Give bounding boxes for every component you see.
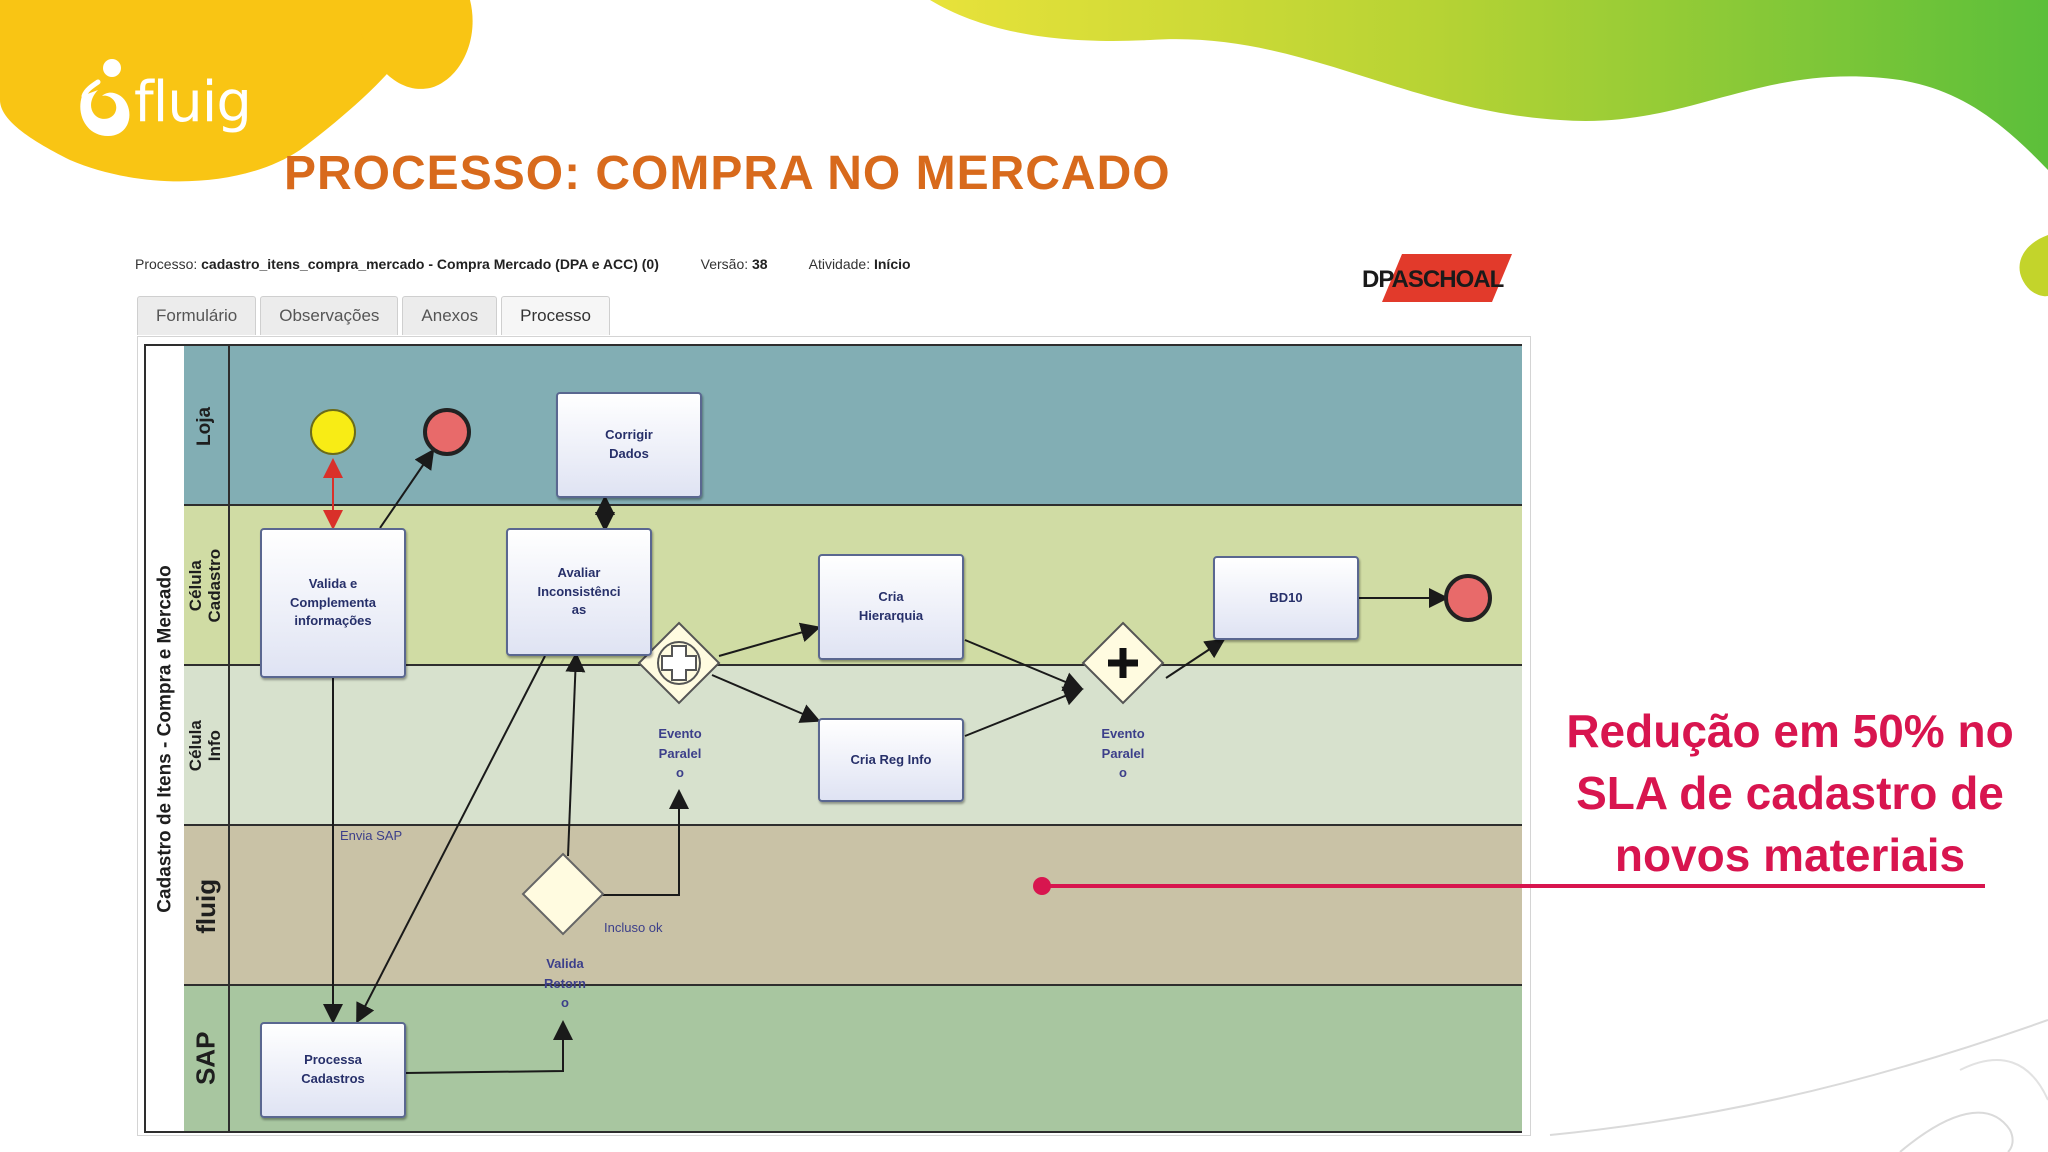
atividade-label: Atividade: (808, 256, 871, 272)
exclusive-gateway-icon (521, 852, 605, 936)
flow-gw1-to-reginfo (711, 674, 821, 723)
task-valida-complementa[interactable]: Valida e Complementa informações (260, 528, 406, 678)
task-bd10[interactable]: BD10 (1213, 556, 1359, 640)
callout-pointer-line (1033, 877, 1985, 895)
dpaschoal-logo-icon (1382, 254, 1512, 302)
flow-avaliar-to-sap (356, 655, 546, 1024)
task-cria-hierarquia[interactable]: Cria Hierarquia (818, 554, 964, 660)
fluig-logo-text: fluig (134, 70, 252, 135)
flow-hierarquia-to-gw2 (964, 639, 1084, 692)
callout-text: Redução em 50% no SLA de cadastro de nov… (1566, 705, 2014, 881)
lane-header: Célula Info (184, 666, 230, 826)
parallel-gateway-icon (1081, 621, 1165, 705)
lane-header: fluig (184, 826, 230, 986)
label-evento-paralelo: Evento Paralel o (658, 726, 702, 780)
pool-header: Cadastro de Itens - Compra e Mercado (144, 344, 186, 1133)
lane-loja: Loja (184, 344, 1522, 506)
label-envia-sap: Envia SAP (340, 828, 403, 843)
task-avaliar-inconsistencias[interactable]: Avaliar Inconsistênci as (506, 528, 652, 656)
start-event-icon (310, 409, 356, 455)
parallel-event-gateway-icon (637, 621, 721, 705)
task-processa-cadastros[interactable]: Processa Cadastros (260, 1022, 406, 1118)
fluig-logo-icon (80, 59, 130, 136)
label-evento-paralelo: Evento Paralel o (1101, 726, 1145, 780)
lane-fluig: fluig (184, 824, 1522, 986)
versao-label: Versão: (700, 256, 749, 272)
label-valida-retorno: Valida Retorn o (544, 956, 586, 1010)
versao-value: 38 (752, 256, 768, 272)
flow-gw2-to-bd10 (1165, 638, 1226, 679)
task-corrigir-dados[interactable]: Corrigir Dados (556, 392, 702, 498)
processo-label: Processo: (135, 256, 198, 272)
lane-header: Célula Cadastro (184, 506, 230, 666)
tab-processo[interactable]: Processo (501, 296, 610, 335)
flow-gateway-to-avaliar (565, 652, 586, 857)
tab-anexos[interactable]: Anexos (402, 296, 498, 335)
flow-valida-to-end (379, 448, 435, 529)
atividade-value: Início (873, 256, 911, 272)
processo-value: cadastro_itens_compra_mercado - Compra M… (201, 256, 659, 272)
flow-incluso-ok (600, 789, 689, 896)
label-incluso-ok: Incluso ok (604, 920, 663, 935)
flow-reginfo-to-gw2 (964, 686, 1084, 737)
tab-bar: Formulário Observações Anexos Processo (137, 296, 610, 335)
process-info-bar: Processo: cadastro_itens_compra_mercado … (135, 256, 911, 272)
tab-formulario[interactable]: Formulário (137, 296, 257, 335)
lane-sap: SAP (184, 984, 1522, 1133)
tab-observacoes[interactable]: Observações (260, 296, 399, 335)
slide-title: PROCESSO: COMPRA NO MERCADO (284, 147, 1171, 200)
lane-header: SAP (184, 986, 230, 1131)
end-event-icon (423, 408, 471, 456)
end-event-icon (1444, 574, 1492, 622)
task-cria-reg-info[interactable]: Cria Reg Info (818, 718, 964, 802)
flow-gw1-to-hierarquia (718, 622, 821, 657)
flow-processa-to-gateway (404, 1020, 573, 1074)
dpaschoal-logo-text: DPASCHOAL (1362, 266, 1504, 293)
lane-header: Loja (184, 346, 230, 506)
